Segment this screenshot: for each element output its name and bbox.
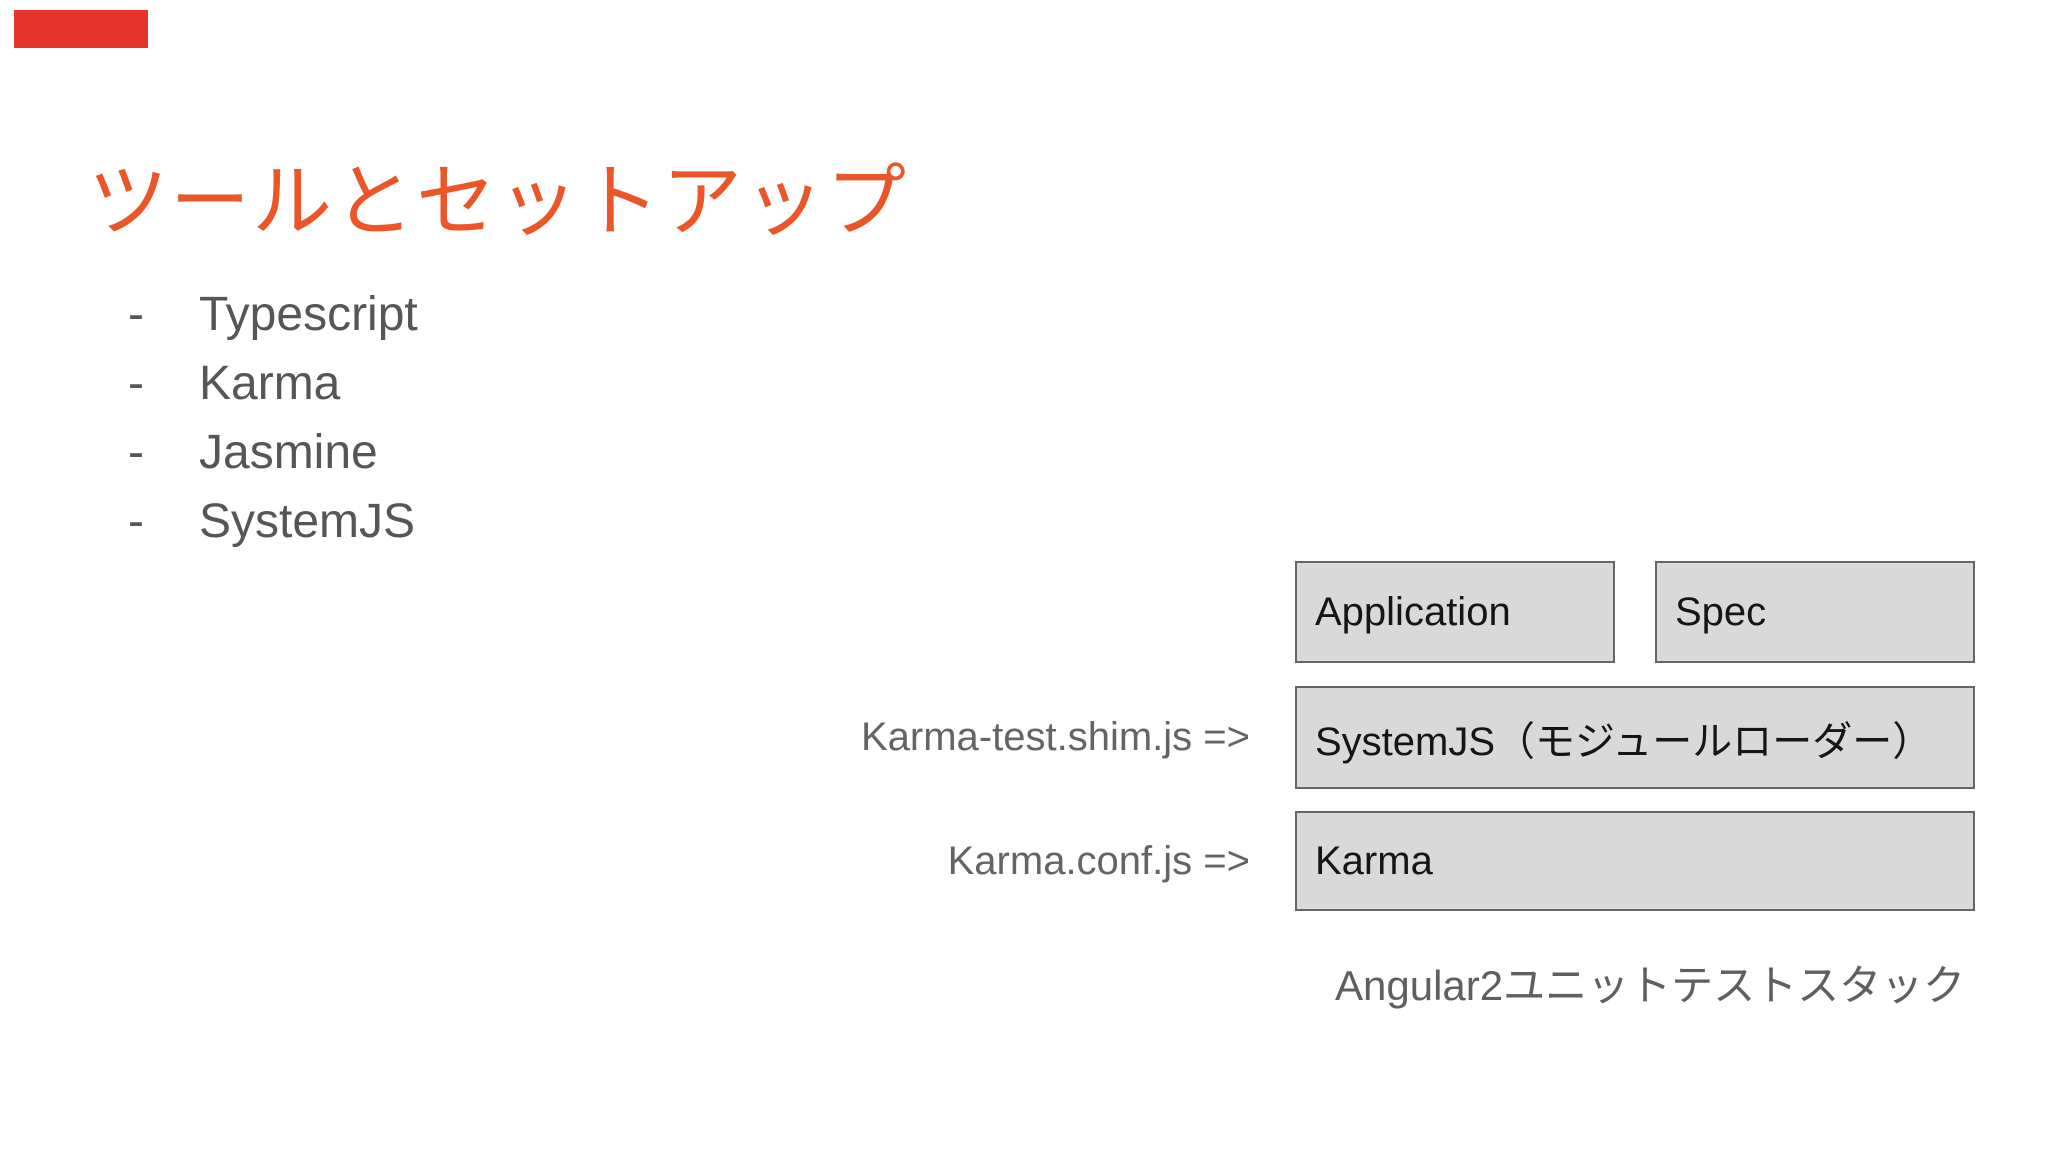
bullet-dash: - (128, 495, 144, 548)
diagram-box-karma: Karma (1295, 811, 1975, 911)
bullet-dash: - (128, 426, 144, 479)
list-item-label: Karma (199, 357, 341, 410)
tools-bullet-list: - Typescript - Karma - Jasmine - SystemJ… (128, 280, 418, 556)
diagram-box-systemjs-label: SystemJS（モジュールローダー） (1315, 719, 1933, 764)
list-item-label: Typescript (199, 288, 418, 341)
diagram-box-spec-label: Spec (1675, 589, 1767, 634)
list-item-typescript: - Typescript (128, 280, 418, 349)
diagram-box-karma-label: Karma (1315, 838, 1433, 883)
accent-bar (14, 10, 148, 48)
slide-title: ツールとセットアップ (88, 156, 908, 246)
list-item-label: Jasmine (199, 426, 378, 479)
list-item-karma: - Karma (128, 349, 418, 418)
diagram-box-systemjs: SystemJS（モジュールローダー） (1295, 686, 1975, 789)
bullet-dash: - (128, 357, 144, 410)
diagram-caption: Angular2ユニットテストスタック (1335, 962, 1966, 1009)
list-item-label: SystemJS (199, 495, 416, 548)
diagram-box-application: Application (1295, 561, 1615, 663)
bullet-dash: - (128, 288, 144, 341)
list-item-systemjs: - SystemJS (128, 487, 418, 556)
list-item-jasmine: - Jasmine (128, 418, 418, 487)
label-karma-test-shim: Karma-test.shim.js => (860, 715, 1250, 759)
diagram-box-spec: Spec (1655, 561, 1975, 663)
diagram-box-application-label: Application (1315, 589, 1511, 634)
label-karma-conf: Karma.conf.js => (947, 839, 1250, 883)
